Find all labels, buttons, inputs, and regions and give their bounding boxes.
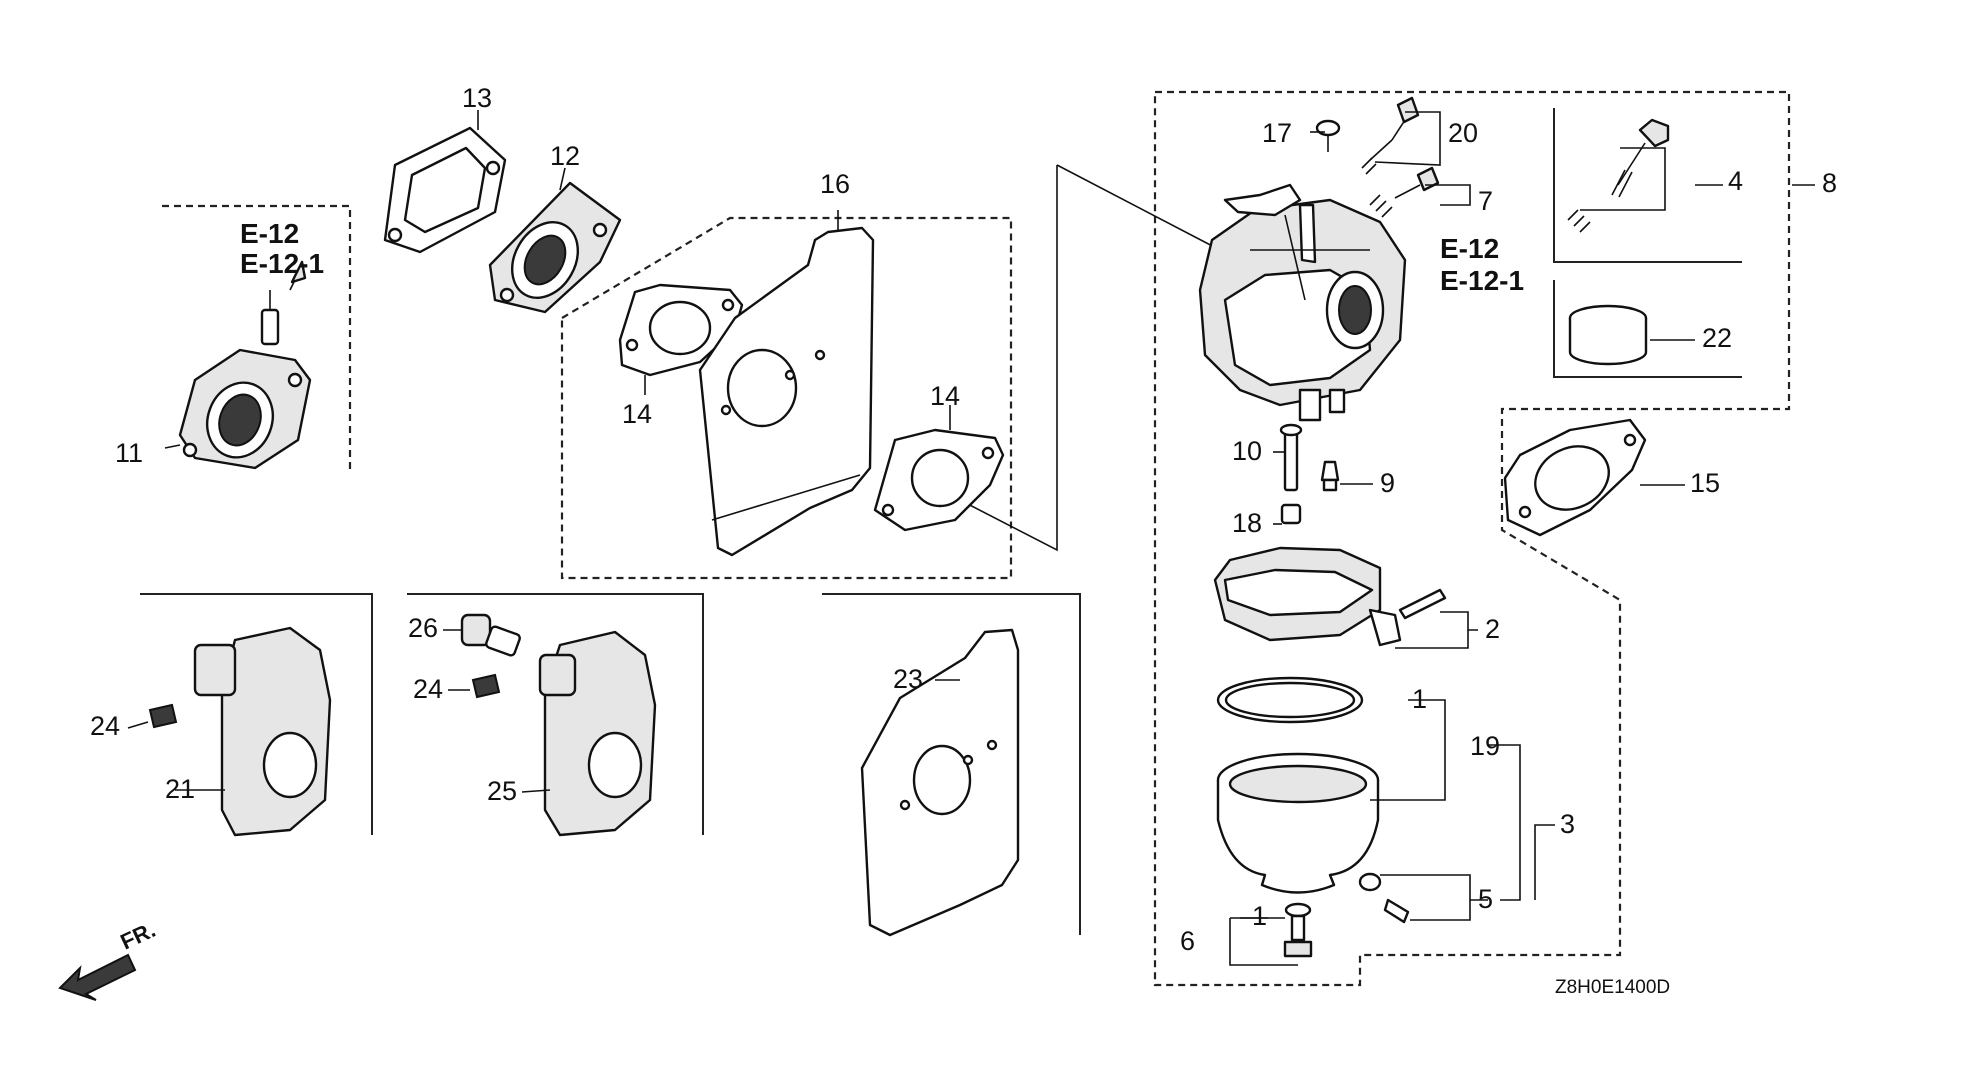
intake-25 xyxy=(538,630,657,837)
callout-21: 21 xyxy=(165,774,195,804)
screw-7 xyxy=(1369,166,1440,218)
callout-7: 7 xyxy=(1478,186,1493,216)
insulator-group-frame xyxy=(560,216,1013,580)
callout-11: 11 xyxy=(115,438,143,468)
callout-1-upper: 1 xyxy=(1412,684,1427,714)
callout-13: 13 xyxy=(462,83,492,113)
callout-25: 25 xyxy=(487,776,517,806)
callout-18: 18 xyxy=(1232,508,1262,538)
ref-e12-left: E-12 xyxy=(240,218,299,249)
gasket-13 xyxy=(383,126,507,254)
callout-14-upper: 14 xyxy=(622,399,652,429)
jet-18 xyxy=(1280,503,1302,525)
cup-22 xyxy=(1568,304,1648,366)
jet-9 xyxy=(1320,460,1340,492)
callout-8: 8 xyxy=(1822,168,1837,198)
carburetor-group-frame xyxy=(1153,90,1791,987)
callout-4: 4 xyxy=(1728,166,1743,196)
kit-22-frame xyxy=(1553,280,1742,378)
callout-15: 15 xyxy=(1690,468,1720,498)
callout-17: 17 xyxy=(1262,118,1292,148)
connector-lines xyxy=(959,164,1221,552)
leader-lines xyxy=(127,110,1815,966)
rubber-pad-24-right xyxy=(471,673,501,699)
callout-24-left: 24 xyxy=(90,711,120,741)
diagram-code: Z8H0E1400D xyxy=(1555,977,1670,998)
screw-kit-4 xyxy=(1567,118,1670,233)
callout-24-right: 24 xyxy=(413,674,443,704)
left-group-frame xyxy=(162,204,352,470)
ref-e12-right: E-12 xyxy=(1440,233,1499,264)
o-ring-1 xyxy=(1216,676,1364,724)
callout-12: 12 xyxy=(550,141,580,171)
jet-10 xyxy=(1279,423,1303,492)
callout-labels: 13 12 16 11 14 14 17 20 7 4 8 22 15 10 9… xyxy=(90,83,1837,956)
float-2 xyxy=(1213,546,1447,647)
carburetor-body xyxy=(1198,183,1407,422)
intake-21 xyxy=(193,626,332,837)
ref-e121-right: E-12-1 xyxy=(1440,265,1524,296)
callout-3: 3 xyxy=(1560,809,1575,839)
front-arrow-icon xyxy=(58,953,137,1001)
gasket-14-upper xyxy=(618,283,744,377)
callout-9: 9 xyxy=(1380,468,1395,498)
screw-17 xyxy=(1315,119,1341,152)
gasket-14-lower xyxy=(873,428,1005,532)
callout-26: 26 xyxy=(408,613,438,643)
callout-1-lower: 1 xyxy=(1252,901,1267,931)
lower-left-frames xyxy=(140,593,1081,935)
insulator-12 xyxy=(488,181,622,314)
rubber-pad-24-left xyxy=(148,703,178,729)
callout-10: 10 xyxy=(1232,436,1262,466)
callout-2: 2 xyxy=(1485,614,1500,644)
float-bowl-19 xyxy=(1216,752,1380,894)
callout-5: 5 xyxy=(1478,884,1493,914)
callout-14-lower: 14 xyxy=(930,381,960,411)
plate-16 xyxy=(698,226,875,557)
ref-e121-left: E-12-1 xyxy=(240,248,324,279)
drain-screw-5 xyxy=(1358,872,1410,924)
callout-16: 16 xyxy=(820,169,850,199)
front-marker-label: FR. xyxy=(117,917,160,955)
callout-22: 22 xyxy=(1702,323,1732,353)
callout-6: 6 xyxy=(1180,926,1195,956)
cross-references: E-12 E-12-1 E-12 E-12-1 xyxy=(240,218,1524,296)
kit-4-frame xyxy=(1553,108,1742,263)
callout-19: 19 xyxy=(1470,731,1500,761)
gasket-15 xyxy=(1503,418,1647,537)
joint-26 xyxy=(460,613,521,657)
bolt-6 xyxy=(1283,902,1313,958)
screw-20 xyxy=(1361,96,1420,175)
plate-23 xyxy=(860,628,1020,937)
callout-23: 23 xyxy=(893,664,923,694)
insulator-11 xyxy=(178,260,312,470)
callout-20: 20 xyxy=(1448,118,1478,148)
